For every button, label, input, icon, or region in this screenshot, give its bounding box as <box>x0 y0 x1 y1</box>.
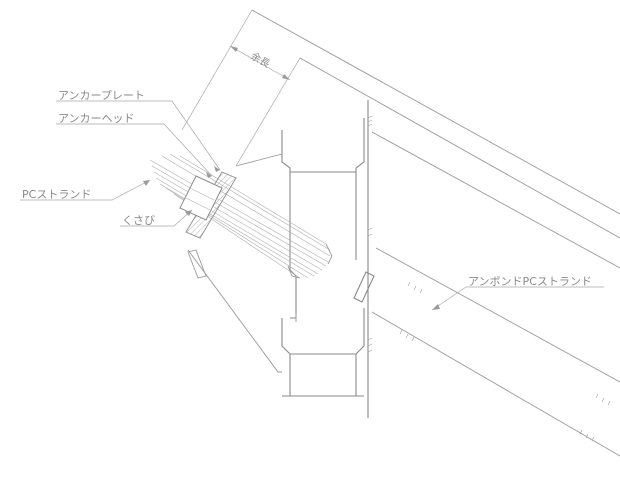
pc-strand-label: PCストランド <box>22 188 91 201</box>
anchor-plate-label: アンカープレート <box>58 89 145 102</box>
anchor-assembly <box>179 171 237 279</box>
wedge-label: くさび <box>122 214 155 227</box>
inclined-bearing-plate <box>353 271 375 303</box>
extra-length-label: 余長 <box>249 49 273 70</box>
unbonded-strand-label: アンボンドPCストランド <box>468 275 592 288</box>
anchor-head-label: アンカーヘッド <box>58 112 135 125</box>
long-diagonal-lines <box>251 9 620 457</box>
sheath-ticks <box>399 281 611 442</box>
pc-strand-bundle <box>149 153 333 279</box>
column-ticks <box>367 115 373 353</box>
steel-beam-structure <box>187 100 369 418</box>
leader-lines <box>20 100 604 311</box>
